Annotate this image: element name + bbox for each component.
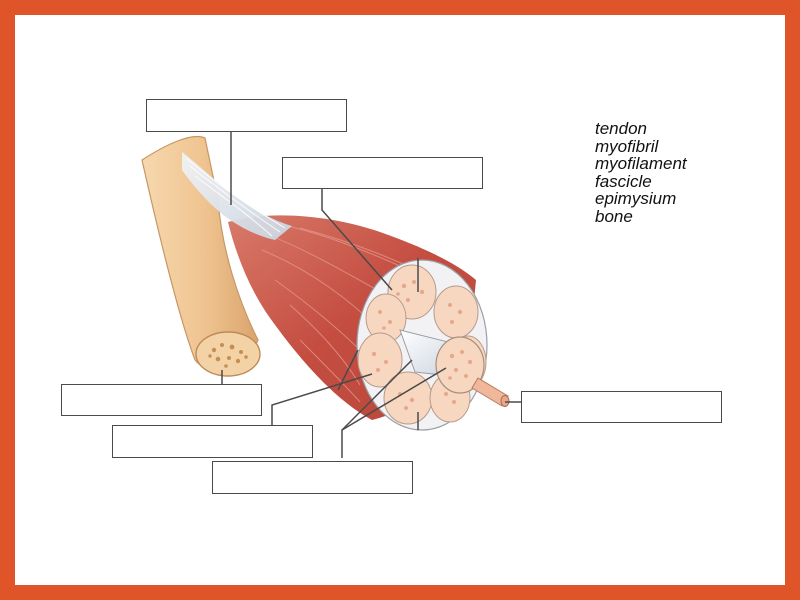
label-box-right[interactable] [521,391,722,423]
word-bank-term: bone [595,206,633,226]
leader-line-left-2 [271,373,373,426]
word-bank-term: epimysium [595,189,677,209]
tendon-illustration [182,152,292,240]
leader-lines [221,131,521,458]
label-box-lower-left[interactable] [112,425,313,458]
leader-line-epimysium [321,189,393,291]
label-box-left[interactable] [61,384,262,416]
word-bank-term: myofilament [595,154,687,174]
label-box-bottom[interactable] [212,461,413,494]
muscle-cross-section [356,259,510,431]
label-box-upper-middle[interactable] [282,157,483,189]
word-bank-term: tendon [595,119,647,138]
word-bank-term: fascicle [595,171,652,191]
word-bank: tendon myofibril myofilament fascicle ep… [595,120,687,226]
label-box-top[interactable] [146,99,347,132]
word-bank-term: myofibril [595,136,659,156]
bone-illustration [141,136,261,377]
leader-line-left-4 [341,367,447,431]
